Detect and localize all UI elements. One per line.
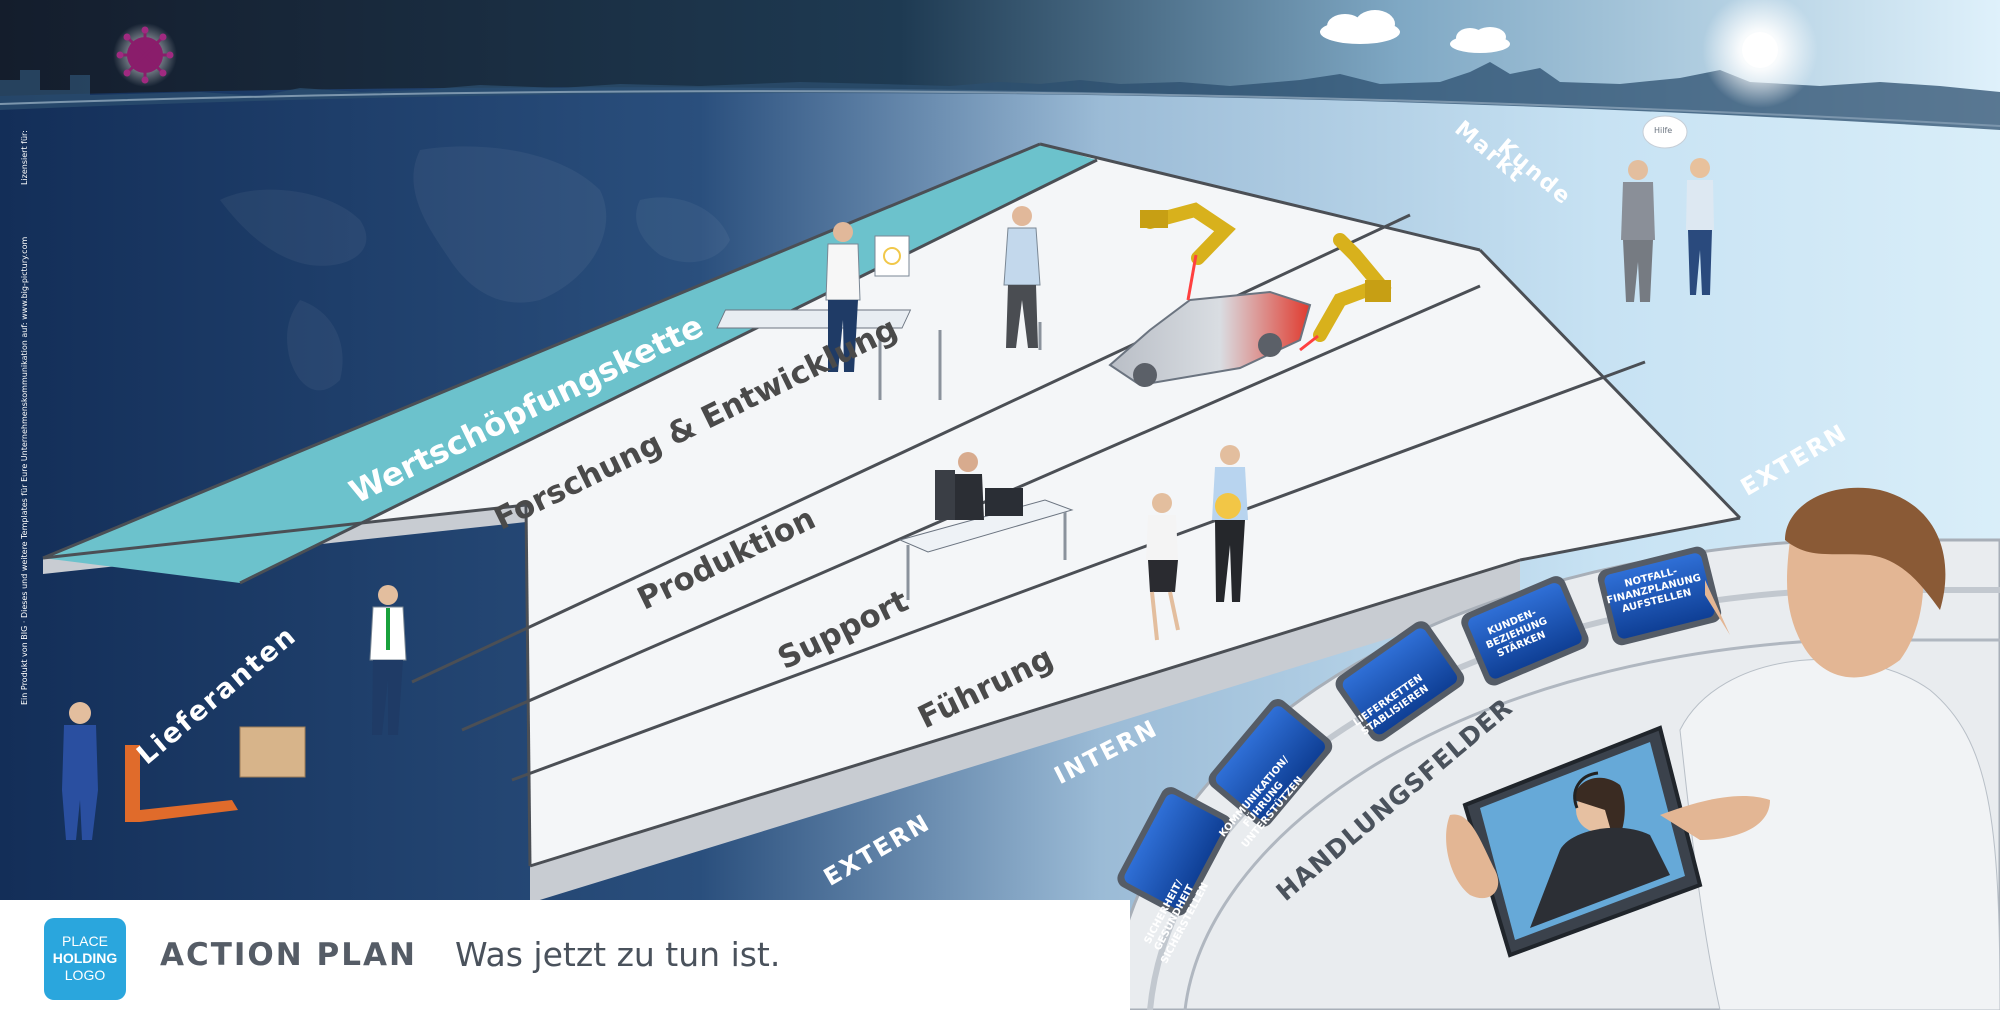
person [1003, 206, 1041, 348]
virus-icon [113, 23, 177, 87]
placeholder-logo: PLACE HOLDING LOGO [44, 918, 126, 1000]
page-title: ACTION PLAN [160, 937, 417, 973]
world-map [220, 146, 730, 391]
tablet[interactable] [1446, 725, 1770, 958]
supply-chain-button[interactable] [1340, 626, 1460, 737]
page-subtitle: Was jetzt zu tun ist. [455, 935, 781, 974]
credit-text: Ein Produkt von BIG · Dieses und weitere… [20, 236, 29, 705]
communication-button[interactable] [1213, 703, 1328, 822]
skyline [0, 62, 2000, 130]
safety-button[interactable] [1122, 792, 1227, 911]
cloud-icon [1320, 10, 1510, 53]
footer [0, 900, 1130, 1010]
support-desk [898, 452, 1074, 600]
car-production [1108, 202, 1392, 387]
emergency-finance-button[interactable] [1603, 552, 1716, 640]
speech-bubble-text: Hilfe [1654, 126, 1673, 135]
operator [1679, 487, 2000, 1010]
supplier-contact [369, 585, 407, 735]
license-text: Lizensiert für: [20, 130, 29, 185]
warehouse-worker [62, 702, 306, 840]
video-call-agent [1530, 771, 1670, 928]
customers [1621, 115, 1714, 302]
rd-team [716, 206, 1042, 400]
customer-relations-button[interactable] [1466, 581, 1584, 681]
action-buttons [1117, 546, 1722, 916]
person [825, 222, 910, 372]
sun-icon [1702, 0, 1818, 108]
leaders [1146, 445, 1248, 641]
